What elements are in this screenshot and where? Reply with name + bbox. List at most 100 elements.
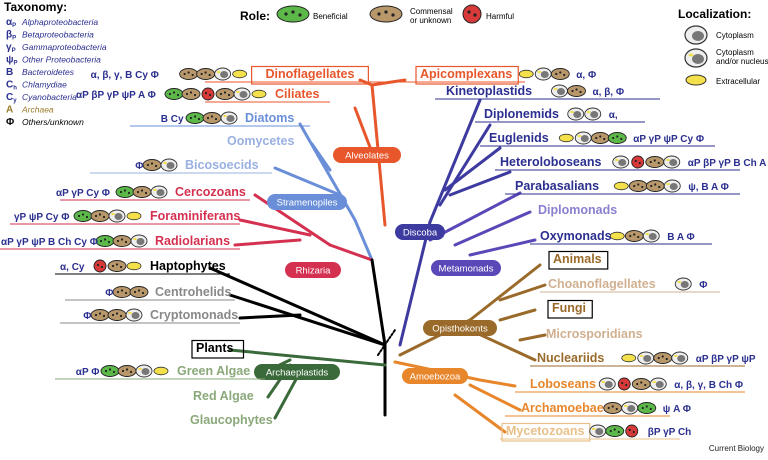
commensal-icon xyxy=(132,186,152,198)
nucleus-icon xyxy=(649,377,667,391)
taxon-symbionts: Φ xyxy=(105,288,113,299)
role-beneficial-label: Beneficial xyxy=(313,12,348,21)
taxon-symbionts: ψ A Φ xyxy=(663,404,691,415)
commensal-icon xyxy=(179,68,199,80)
taxon-label: Diplonemids xyxy=(484,107,559,121)
group-pill-discoba: Discoba xyxy=(395,224,445,240)
role-commensal-label-line1: Commensal xyxy=(410,7,453,16)
loc-extracellular-label: Extracellular xyxy=(716,77,760,86)
taxonomy-symbol: Cy xyxy=(6,92,17,104)
loc-nucleus-label-line1: Cytoplasm xyxy=(716,48,754,57)
harmful-icon xyxy=(625,424,639,438)
extracellular-icon xyxy=(613,181,629,191)
taxon-symbionts: α, β, γ, B Cy Φ xyxy=(91,70,159,81)
extracellular-icon xyxy=(518,69,534,79)
taxon-label: Ciliates xyxy=(275,87,320,101)
nucleus-icon xyxy=(567,107,585,121)
commensal-icon xyxy=(202,112,222,124)
role-legend-title: Role: xyxy=(240,9,270,23)
taxon-label: Archamoebae xyxy=(521,401,604,415)
taxon-plants: Plants xyxy=(191,339,245,359)
taxonomy-name: Archaea xyxy=(21,105,54,115)
localization-legend-title: Localization: xyxy=(678,7,751,21)
taxon-symbionts: B Cy xyxy=(161,114,184,125)
taxon-label: Dinoflagellates xyxy=(266,67,355,81)
beneficial-icon xyxy=(115,186,135,198)
taxon-label: Centrohelids xyxy=(155,285,231,299)
commensal-icon xyxy=(624,230,644,242)
taxonomy-name: Chlamydiae xyxy=(22,80,67,90)
taxon-label: Loboseans xyxy=(530,377,596,391)
taxon-label: Radiolarians xyxy=(155,234,230,248)
commensal-icon xyxy=(603,402,623,414)
taxon-symbionts: βP γP Ch xyxy=(648,427,692,438)
nucleus-icon xyxy=(663,179,681,193)
taxon-animals: Animals xyxy=(548,250,609,270)
commensal-icon xyxy=(90,309,110,321)
commensal-icon xyxy=(645,180,665,192)
taxon-cryptomonads: Cryptomonads Φ xyxy=(60,308,240,324)
harmful-legend-icon xyxy=(462,4,482,24)
taxonomy-name: Others/unknown xyxy=(22,117,84,127)
nucleus-icon xyxy=(534,67,552,81)
loc-nucleus-label-line2: and/or nucleus xyxy=(716,57,768,66)
harmful-icon xyxy=(617,377,631,391)
group-pill-alveolates: Alveolates xyxy=(333,147,401,163)
commensal-legend-icon xyxy=(369,5,403,23)
taxon-label: Diplomonads xyxy=(538,203,617,217)
localization-legend: Localization: Cytoplasm Cytoplasm and/or… xyxy=(678,7,768,86)
role-commensal-label-line2: or unknown xyxy=(410,16,451,25)
taxon-label: Cryptomonads xyxy=(150,308,238,322)
group-pill-stramenopiles: Stramenopiles xyxy=(267,194,347,210)
taxonomy-legend-title: Taxonomy: xyxy=(4,0,67,14)
taxon-loboseans: Loboseans α, β, γ, B Ch Φ xyxy=(515,377,745,393)
nucleus-icon xyxy=(108,209,126,223)
extracellular-icon xyxy=(609,231,625,241)
taxon-fungi: Fungi xyxy=(547,299,593,319)
nucleus-icon xyxy=(663,155,681,169)
nucleus-icon xyxy=(637,351,655,365)
extracellular-icon xyxy=(126,211,142,221)
commensal-icon xyxy=(590,132,610,144)
group-label-pills: AlveolatesStramenopilesRhizariaDiscobaMe… xyxy=(254,147,501,384)
commensal-icon xyxy=(107,260,127,272)
taxon-symbionts: αP γP ψP Cy Φ xyxy=(633,134,704,145)
taxon-symbionts: αP Φ xyxy=(76,367,100,378)
taxon-symbionts: α, Cy xyxy=(60,262,85,273)
beneficial-icon xyxy=(605,425,625,437)
nucleus-icon xyxy=(233,87,251,101)
taxon-label: Bicosoecids xyxy=(185,158,259,172)
beneficial-legend-icon xyxy=(276,5,310,23)
commensal-icon xyxy=(196,68,216,80)
beneficial-icon xyxy=(164,88,184,100)
credit-label: Current Biology xyxy=(709,444,764,453)
commensal-icon xyxy=(112,235,132,247)
svg-text:Opisthokonts: Opisthokonts xyxy=(432,324,488,335)
nucleus-icon xyxy=(220,111,238,125)
taxon-symbionts: αP γP Cy Φ xyxy=(56,188,110,199)
extracellular-icon xyxy=(685,74,707,86)
taxonomy-symbol: B xyxy=(6,67,13,78)
taxon-symbionts: α, β, γ, B Ch Φ xyxy=(674,380,743,391)
commensal-icon xyxy=(645,156,665,168)
nucleus-icon xyxy=(150,185,168,199)
beneficial-icon xyxy=(95,235,115,247)
taxon-centrohelids: Centrohelids Φ xyxy=(65,285,235,301)
taxon-label: Kinetoplastids xyxy=(446,84,532,98)
commensal-icon xyxy=(181,88,201,100)
group-pill-opisthokonts: Opisthokonts xyxy=(423,320,497,336)
group-pill-rhizaria: Rhizaria xyxy=(285,262,341,278)
archaeplastids-branches xyxy=(228,348,387,420)
taxon-symbionts: αP βP γP ψP xyxy=(696,354,756,365)
taxon-symbionts: Φ xyxy=(83,311,91,322)
taxon-label: Green Algae xyxy=(177,364,250,378)
taxon-symbionts: α, Φ xyxy=(576,70,596,81)
taxon-label: Red Algae xyxy=(193,389,254,403)
